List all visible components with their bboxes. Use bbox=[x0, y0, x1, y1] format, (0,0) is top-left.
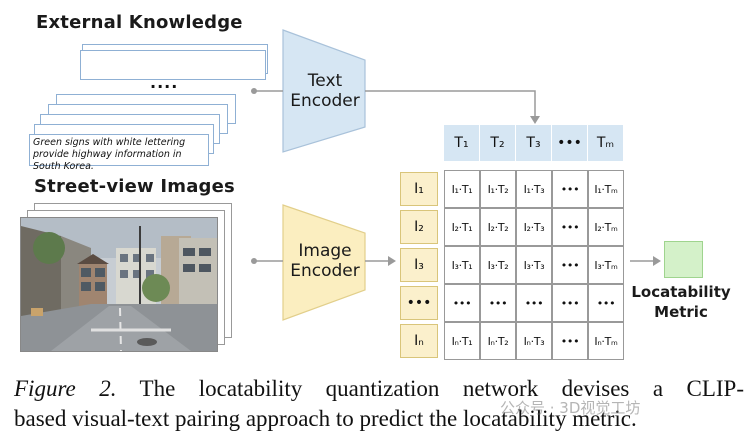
text-encoder-to-embeddings-line bbox=[365, 90, 536, 118]
locatability-metric-box bbox=[664, 241, 703, 278]
similarity-cell: I₃·T₁ bbox=[444, 246, 480, 284]
similarity-cell: ••• bbox=[480, 284, 516, 322]
image-embedding-cell: ••• bbox=[400, 286, 438, 320]
image-embedding-cell: Iₙ bbox=[400, 324, 438, 358]
similarity-cell: Iₙ·T₁ bbox=[444, 322, 480, 360]
caption-figure-label: Figure 2. bbox=[14, 376, 117, 401]
image-encoder-shape bbox=[282, 204, 366, 321]
text-embedding-cell: ••• bbox=[552, 125, 588, 161]
metric-label-line1: Locatability bbox=[631, 283, 731, 301]
similarity-cell: ••• bbox=[444, 284, 480, 322]
image-embedding-cell: I₃ bbox=[400, 248, 438, 282]
similarity-cell: I₁·T₃ bbox=[516, 170, 552, 208]
similarity-cell: I₂·Tₘ bbox=[588, 208, 624, 246]
similarity-cell: ••• bbox=[552, 170, 588, 208]
image-embedding-cell: I₂ bbox=[400, 210, 438, 244]
similarity-cell: ••• bbox=[588, 284, 624, 322]
figure-caption: Figure 2. The locatability quantization … bbox=[14, 374, 744, 434]
text-document-caption: Green signs with white lettering provide… bbox=[29, 134, 209, 172]
connections-layer bbox=[251, 29, 661, 321]
similarity-cell: I₁·T₂ bbox=[480, 170, 516, 208]
docs-connector-dot bbox=[251, 88, 257, 94]
similarity-cell: ••• bbox=[516, 284, 552, 322]
similarity-cell: I₂·T₂ bbox=[480, 208, 516, 246]
similarity-cell: I₃·Tₘ bbox=[588, 246, 624, 284]
external-knowledge-title: External Knowledge bbox=[36, 12, 243, 33]
locatability-metric-label: Locatability Metric bbox=[624, 282, 738, 322]
similarity-cell: I₁·Tₘ bbox=[588, 170, 624, 208]
similarity-cell: I₂·T₁ bbox=[444, 208, 480, 246]
watermark: 公众号 · 3D视觉工坊 bbox=[500, 399, 641, 417]
similarity-cell: Iₙ·Tₘ bbox=[588, 322, 624, 360]
image-embeddings-arrowhead bbox=[388, 256, 396, 266]
text-embedding-cell: T₁ bbox=[444, 125, 480, 161]
text-embedding-cell: T₃ bbox=[516, 125, 552, 161]
similarity-cell: ••• bbox=[552, 284, 588, 322]
caption-line-1: Figure 2. The locatability quantization … bbox=[14, 374, 744, 404]
similarity-cell: ••• bbox=[552, 322, 588, 360]
similarity-cell: I₂·T₃ bbox=[516, 208, 552, 246]
image-encoder-label: Image Encoder bbox=[290, 241, 360, 281]
similarity-cell: I₃·T₂ bbox=[480, 246, 516, 284]
text-embedding-cell: T₂ bbox=[480, 125, 516, 161]
street-view-photo bbox=[20, 217, 218, 352]
image-embedding-cell: I₁ bbox=[400, 172, 438, 206]
caption-line2-text: based visual-text pairing approach to pr… bbox=[14, 406, 637, 431]
similarity-cell: ••• bbox=[552, 246, 588, 284]
metric-arrowhead bbox=[653, 256, 661, 266]
similarity-cell: I₁·T₁ bbox=[444, 170, 480, 208]
metric-label-line2: Metric bbox=[654, 303, 708, 321]
text-encoder-label: Text Encoder bbox=[290, 71, 360, 111]
similarity-cell: Iₙ·T₃ bbox=[516, 322, 552, 360]
documents-ellipsis: .... bbox=[150, 73, 179, 92]
similarity-cell: Iₙ·T₂ bbox=[480, 322, 516, 360]
street-scene-illustration bbox=[21, 218, 217, 351]
street-view-title: Street-view Images bbox=[34, 176, 235, 197]
similarity-cell: I₃·T₃ bbox=[516, 246, 552, 284]
text-document bbox=[80, 50, 266, 80]
text-encoder-shape bbox=[282, 29, 366, 153]
caption-line1-text: The locatability quantization network de… bbox=[139, 376, 745, 401]
images-connector-dot bbox=[251, 258, 257, 264]
similarity-cell: ••• bbox=[552, 208, 588, 246]
text-embedding-cell: Tₘ bbox=[588, 125, 624, 161]
text-embeddings-arrowhead bbox=[530, 116, 540, 124]
